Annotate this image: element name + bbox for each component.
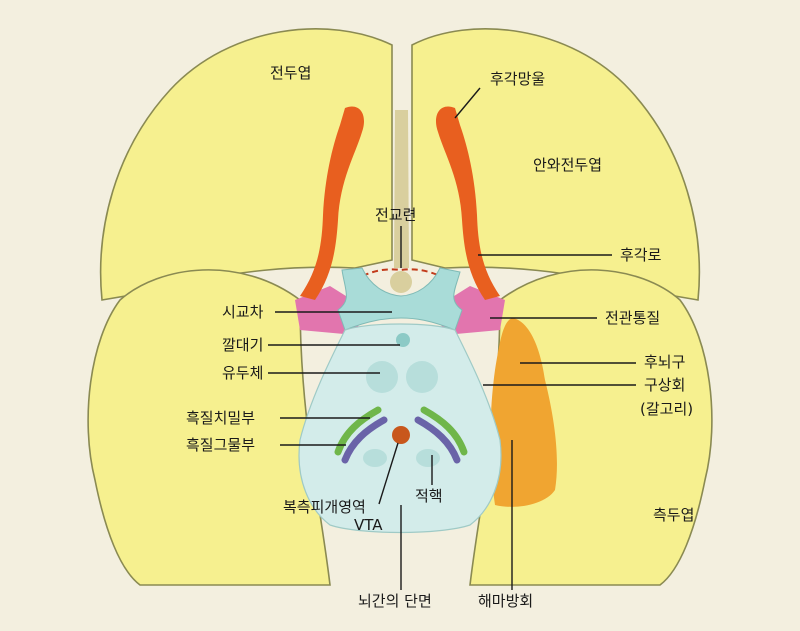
left-frontal-lobe [99, 28, 393, 301]
red-nucleus-right [416, 449, 440, 467]
label-rhinal-sulcus: 후뇌구 [644, 353, 685, 371]
label-optic-chiasm: 시교차 [222, 303, 264, 321]
anterior-commissure-node [390, 271, 412, 293]
nigra-reticulata-right [414, 416, 461, 464]
left-temporal-lobe [87, 269, 331, 586]
label-frontal-lobe: 전두엽 [270, 64, 311, 82]
nigra-compacta-left [334, 406, 382, 456]
red-nucleus-left [363, 449, 387, 467]
label-olfactory-bulb: 후각망울 [490, 70, 545, 88]
left-olfactory-bulb-tract [300, 106, 365, 300]
label-nigra-compacta: 흑질치밀부 [186, 409, 255, 427]
label-parahippocampal: 해마방회 [478, 592, 533, 610]
label-orbitofrontal: 안와전두엽 [533, 156, 602, 174]
label-anterior-commissure: 전교련 [375, 206, 416, 224]
label-mammillary-body: 유두체 [222, 364, 263, 382]
label-anterior-perforated: 전관통질 [605, 309, 660, 327]
label-olfactory-tract: 후각로 [620, 246, 662, 264]
label-uncus-line1: 구상회 [644, 376, 685, 394]
label-vta-korean: 복측피개영역 [283, 498, 366, 516]
optic-chiasm [337, 267, 463, 331]
anterior-commissure [394, 110, 409, 268]
label-red-nucleus: 적핵 [415, 487, 443, 505]
label-vta: VTA [354, 516, 383, 534]
vta-marker [392, 426, 410, 444]
label-uncus-line2: (갈고리) [640, 400, 693, 418]
nigra-reticulata-left [341, 416, 388, 464]
label-brainstem-section: 뇌간의 단면 [358, 592, 432, 610]
entorhinal-area [490, 318, 557, 507]
mammillary-body-left [366, 361, 398, 393]
label-infundibulum: 깔대기 [222, 336, 263, 354]
infundibulum [396, 333, 410, 347]
mammillary-body-right [406, 361, 438, 393]
nigra-compacta-right [420, 406, 468, 456]
right-frontal-lobe [411, 28, 701, 301]
label-temporal-lobe: 측두엽 [653, 506, 694, 524]
right-olfactory-bulb-tract [435, 106, 500, 300]
label-nigra-reticulata: 흑질그물부 [186, 436, 255, 454]
